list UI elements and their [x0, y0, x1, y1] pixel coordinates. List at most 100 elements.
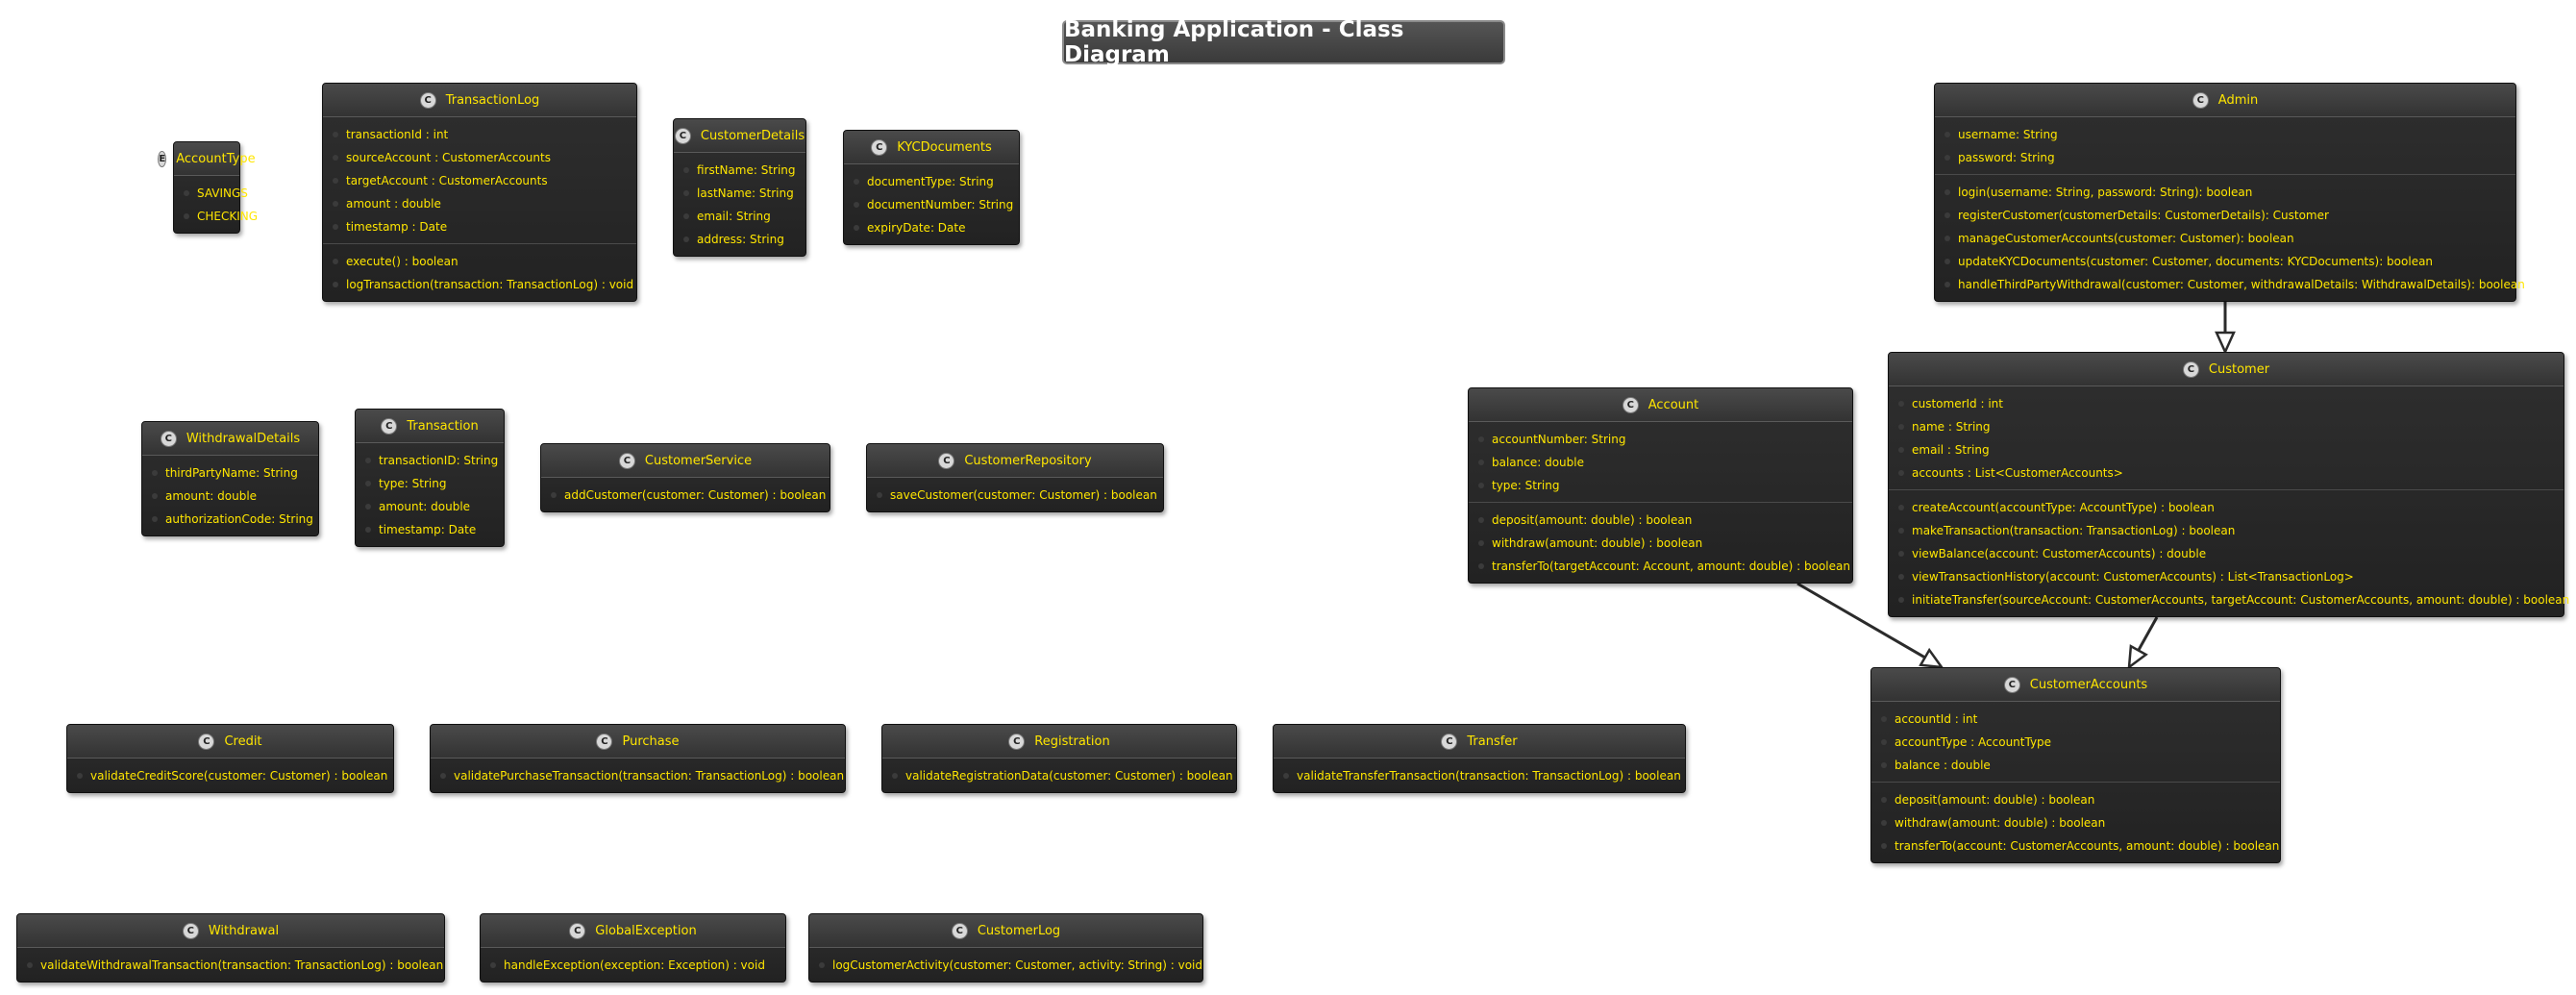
visibility-icon [1478, 540, 1484, 546]
class-badge-icon: C [2182, 361, 2199, 378]
visibility-icon [1478, 517, 1484, 523]
visibility-icon [683, 167, 689, 173]
visibility-icon [152, 470, 158, 476]
attribute-row: firstName: String [674, 159, 805, 182]
attribute-text: timestamp : Date [346, 220, 448, 234]
attribute-row: accounts : List<CustomerAccounts> [1889, 461, 2564, 485]
attribute-text: email: String [697, 210, 771, 223]
attribute-row: amount: double [142, 485, 318, 508]
method-text: transferTo(account: CustomerAccounts, am… [1895, 839, 2280, 853]
attribute-text: SAVINGS [197, 187, 248, 200]
method-row: withdraw(amount: double) : boolean [1469, 532, 1852, 555]
inheritance-arrowhead-icon [1919, 647, 1944, 669]
class-badge-icon: C [160, 430, 177, 447]
visibility-icon [440, 773, 446, 779]
attribute-text: accountType : AccountType [1895, 735, 2052, 749]
method-text: logTransaction(transaction: TransactionL… [346, 278, 634, 291]
visibility-icon [819, 962, 825, 968]
method-text: withdraw(amount: double) : boolean [1895, 816, 2106, 830]
attribute-row: accountType : AccountType [1871, 731, 2280, 754]
method-text: addCustomer(customer: Customer) : boolea… [564, 488, 827, 502]
inheritance-edge [2137, 616, 2159, 652]
class-badge-icon: C [381, 417, 398, 435]
class-name: Admin [2217, 92, 2259, 108]
method-text: createAccount(accountType: AccountType) … [1912, 501, 2215, 514]
attribute-text: sourceAccount : CustomerAccounts [346, 151, 551, 164]
attribute-text: type: String [379, 477, 447, 490]
method-row: deposit(amount: double) : boolean [1469, 509, 1852, 532]
attribute-text: username: String [1958, 128, 2058, 141]
method-row: transferTo(targetAccount: Account, amoun… [1469, 555, 1852, 578]
method-row: validateTransferTransaction(transaction:… [1274, 764, 1685, 787]
visibility-icon [1881, 762, 1887, 768]
attribute-text: targetAccount : CustomerAccounts [346, 174, 548, 187]
visibility-icon [1898, 424, 1904, 430]
attribute-row: timestamp: Date [356, 518, 504, 541]
attribute-text: type: String [1492, 479, 1560, 492]
visibility-icon [1478, 436, 1484, 442]
method-row: registerCustomer(customerDetails: Custom… [1935, 204, 2515, 227]
attribute-row: address: String [674, 228, 805, 251]
visibility-icon [1898, 528, 1904, 534]
attribute-text: authorizationCode: String [165, 512, 313, 526]
inheritance-arrowhead-icon [2127, 644, 2148, 670]
visibility-icon [77, 773, 83, 779]
method-section: handleException(exception: Exception) : … [481, 948, 785, 982]
visibility-icon [877, 492, 882, 498]
visibility-icon [365, 458, 371, 463]
method-row: createAccount(accountType: AccountType) … [1889, 496, 2564, 519]
visibility-icon [1283, 773, 1289, 779]
attribute-row: name : String [1889, 415, 2564, 438]
method-text: updateKYCDocuments(customer: Customer, d… [1958, 255, 2434, 268]
method-text: viewBalance(account: CustomerAccounts) :… [1912, 547, 2207, 560]
visibility-icon [333, 282, 338, 287]
visibility-icon [1478, 460, 1484, 465]
method-row: execute() : boolean [323, 250, 636, 273]
visibility-icon [1881, 797, 1887, 803]
visibility-icon [333, 132, 338, 137]
attribute-row: username: String [1935, 123, 2515, 146]
method-row: updateKYCDocuments(customer: Customer, d… [1935, 250, 2515, 273]
method-section: logCustomerActivity(customer: Customer, … [809, 948, 1202, 982]
attribute-text: transactionID: String [379, 454, 499, 467]
visibility-icon [1944, 259, 1950, 264]
method-row: addCustomer(customer: Customer) : boolea… [541, 484, 830, 507]
attribute-row: thirdPartyName: String [142, 461, 318, 485]
attribute-text: amount: double [165, 489, 258, 503]
attribute-row: email: String [674, 205, 805, 228]
method-text: deposit(amount: double) : boolean [1492, 513, 1693, 527]
method-text: manageCustomerAccounts(customer: Custome… [1958, 232, 2294, 245]
method-text: makeTransaction(transaction: Transaction… [1912, 524, 2236, 537]
method-row: initiateTransfer(sourceAccount: Customer… [1889, 588, 2569, 611]
class-name: CustomerRepository [964, 453, 1092, 468]
class-badge-icon: C [938, 452, 955, 469]
